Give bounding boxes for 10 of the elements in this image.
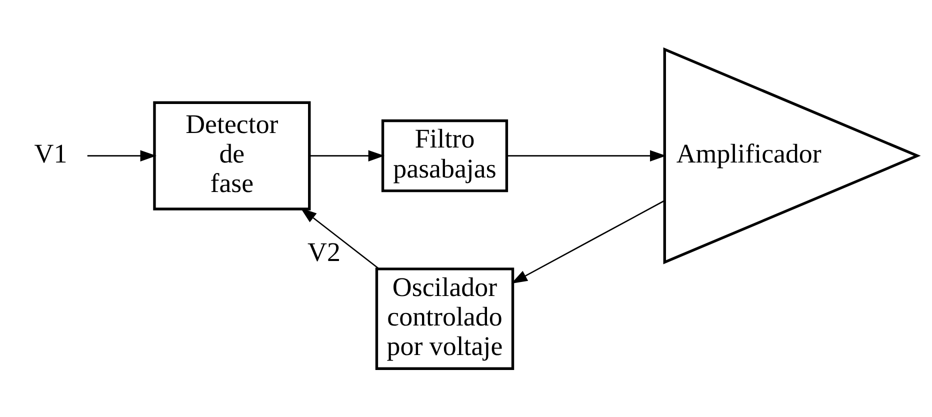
arrow <box>511 200 664 284</box>
node-box: Filtro pasabajas <box>381 118 508 192</box>
arrow <box>87 150 156 161</box>
node-box: Oscilador controlado por voltaje <box>375 267 514 370</box>
node-text: V1 <box>34 138 68 168</box>
edge-label: V2 <box>308 236 340 266</box>
arrow <box>310 150 384 161</box>
node-box: Detector de fase <box>153 100 311 210</box>
arrow <box>506 150 666 161</box>
arrow <box>300 207 380 269</box>
